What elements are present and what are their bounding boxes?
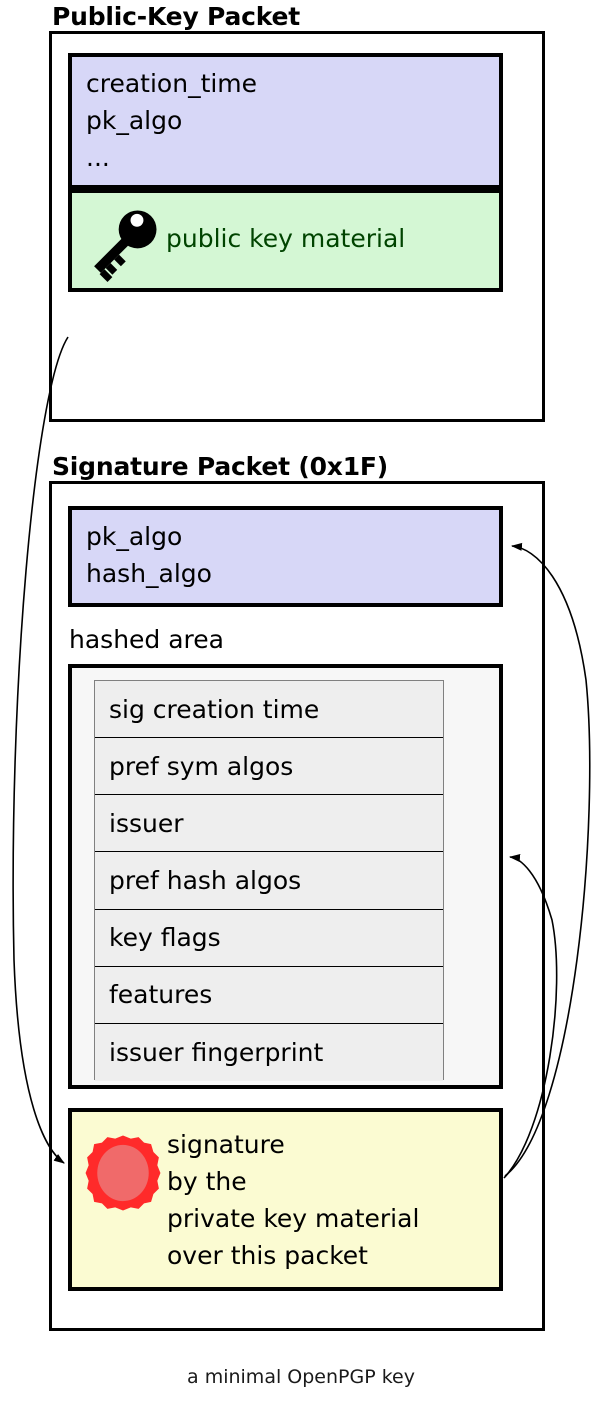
public-key-material-label: public key material [166,224,406,253]
signature-packet-title: Signature Packet (0x1F) [52,452,389,481]
subpacket-row: pref sym algos [95,738,443,796]
subpacket-row: features [95,966,443,1024]
key-icon [94,210,157,283]
subpacket-row: sig creation time [95,681,443,739]
public-key-material-box: public key material [68,189,503,292]
diagram-caption: a minimal OpenPGP key [187,1366,415,1388]
subpacket-list: sig creation time pref sym algos issuer … [94,680,444,1081]
seal-icon [85,1135,161,1211]
subpacket-row: issuer fingerprint [95,1023,443,1081]
public-key-packet-title: Public-Key Packet [52,2,301,31]
signature-header-fields-text: pk_algo hash_algo [86,522,212,588]
hashed-area-label: hashed area [69,625,224,654]
signature-box: signature by the private key material ov… [68,1108,503,1291]
signature-header-fields-box: pk_algo hash_algo [68,506,503,607]
subpacket-row: key flags [95,909,443,967]
public-key-header-fields-box: creation_time pk_algo ... [68,53,503,189]
signature-text: signature by the private key material ov… [167,1130,420,1270]
public-key-header-fields-text: creation_time pk_algo ... [86,69,258,172]
hashed-area-box: sig creation time pref sym algos issuer … [68,664,503,1089]
subpacket-row: pref hash algos [95,852,443,910]
subpacket-row: issuer [95,795,443,853]
